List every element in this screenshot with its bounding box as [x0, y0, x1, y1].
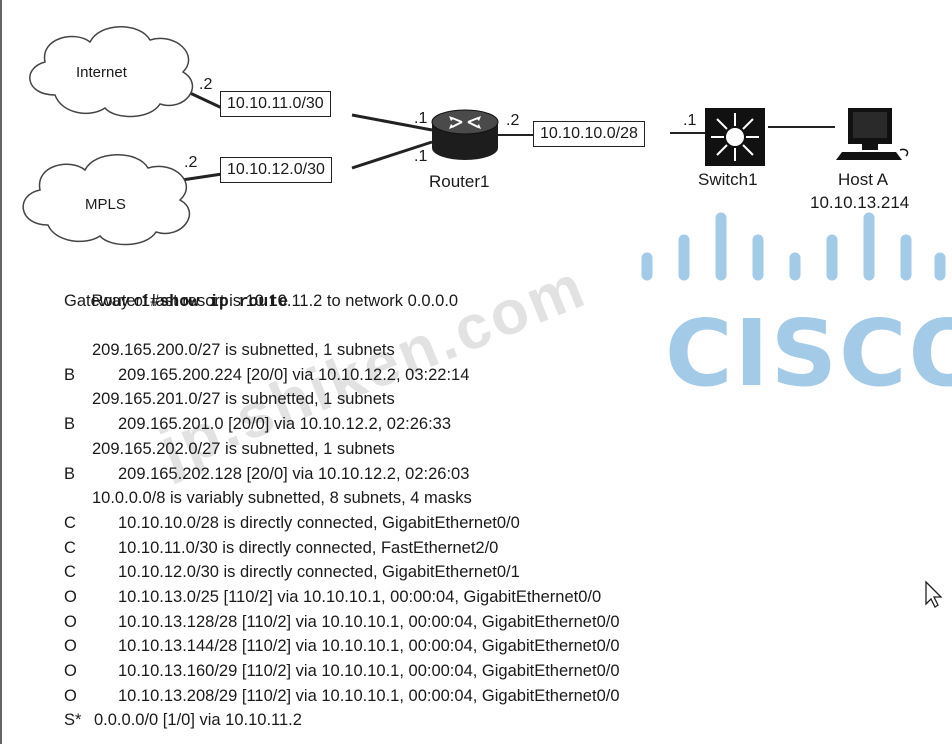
- route-code: B: [64, 464, 76, 483]
- route-code: C: [64, 563, 76, 582]
- route-entry: B 209.165.200.224 [20/0] via 10.10.12.2, …: [64, 363, 469, 388]
- route-code: O: [64, 637, 77, 656]
- route-text: 209.165.200.224 [20/0] via 10.10.12.2, 0…: [118, 365, 470, 384]
- blank-line: [64, 313, 458, 338]
- route-code: O: [64, 662, 77, 680]
- gateway-line: Gateway of last resort is 10.10.11.2 to …: [64, 291, 459, 310]
- switch-label: Switch1: [698, 170, 758, 189]
- mouse-cursor-icon: [925, 580, 943, 608]
- internet-label: Internet: [76, 64, 127, 81]
- lan-network-box: 10.10.10.0/28: [533, 121, 645, 147]
- route-code: O: [64, 686, 77, 705]
- route-text: 209.165.202.0/27 is subnetted, 1 subnets: [92, 439, 395, 458]
- router-label: Router1: [429, 172, 490, 191]
- route-entry: 209.165.201.0/27 is subnetted, 1 subnets: [64, 387, 458, 412]
- route-entry: 10.0.0.0/8 is variably subnetted, 8 subn…: [64, 486, 472, 511]
- link-internet: [189, 91, 223, 110]
- switch-interface-label: .1: [683, 112, 697, 129]
- route-entry: O 10.10.13.0/25 [110/2] via 10.10.10.1, 0…: [64, 585, 601, 610]
- internet-network-box: 10.10.11.0/30: [220, 91, 331, 117]
- route-entry: C 10.10.12.0/30 is directly connected, Gi…: [64, 560, 520, 585]
- route-lines: 209.165.200.0/27 is subnetted, 1 subnets…: [64, 338, 620, 733]
- route-text: 209.165.201.0/27 is subnetted, 1 subnets: [92, 390, 395, 409]
- route-text: 10.0.0.0/8 is variably subnetted, 8 subn…: [92, 489, 472, 508]
- route-text: 209.165.200.0/27 is subnetted, 1 subnets: [92, 341, 395, 360]
- route-entry: O 10.10.13.160/29 [110/2] via 10.10.10.1,…: [64, 659, 620, 684]
- link-mpls: [181, 172, 223, 182]
- cli-prompt: Router1#: [91, 291, 160, 310]
- internet-interface-label: .2: [199, 76, 213, 93]
- cli-command: show ip route: [159, 291, 289, 311]
- route-text: 209.165.201.0 [20/0] via 10.10.12.2, 02:…: [118, 415, 452, 434]
- route-entry: B 209.165.202.128 [20/0] via 10.10.12.2, …: [64, 462, 469, 487]
- router-icon: [431, 109, 499, 160]
- route-text: 10.10.12.0/30 is directly connected, Gig…: [118, 563, 520, 582]
- route-entry: C 10.10.11.0/30 is directly connected, Fa…: [64, 536, 498, 561]
- router-internet-interface-label: .1: [414, 110, 428, 127]
- route-text: 10.10.13.128/28 [110/2] via 10.10.10.1, …: [118, 612, 620, 631]
- route-text: 209.165.202.128 [20/0] via 10.10.12.2, 0…: [118, 464, 470, 483]
- host-label: Host A: [838, 170, 889, 189]
- cisco-watermark: CISCO: [665, 300, 952, 407]
- route-text: 0.0.0.0/0 [1/0] via 10.10.11.2: [94, 711, 302, 730]
- route-code: C: [64, 538, 76, 557]
- mpls-interface-label: .2: [184, 154, 198, 171]
- mpls-network-box: 10.10.12.0/30: [220, 157, 332, 183]
- link-mpls-router: [351, 140, 433, 170]
- route-entry: 209.165.200.0/27 is subnetted, 1 subnets: [64, 338, 458, 363]
- host-ip-label: 10.10.13.214: [810, 193, 910, 212]
- route-entry: C 10.10.10.0/28 is directly connected, Gi…: [64, 511, 520, 536]
- route-entry: S* 0.0.0.0/0 [1/0] via 10.10.11.2: [64, 708, 458, 733]
- link-internet-router: [351, 113, 433, 132]
- route-text: 10.10.13.160/29 [110/2] via 10.10.10.1, …: [118, 662, 620, 680]
- route-code: B: [64, 365, 76, 384]
- route-entry: O 10.10.13.144/28 [110/2] via 10.10.10.1,…: [64, 634, 620, 659]
- cisco-bars-watermark: [641, 212, 946, 281]
- route-code: C: [64, 513, 76, 532]
- route-code: O: [64, 612, 77, 631]
- route-code: O: [64, 587, 77, 606]
- computer-icon: [836, 108, 909, 160]
- router-lan-interface-label: .2: [506, 112, 520, 129]
- route-text: 10.10.13.208/29 [110/2] via 10.10.10.1, …: [118, 686, 620, 705]
- cloud-icon: [29, 26, 194, 118]
- route-output: Router1#show ip route Gateway of last re…: [64, 264, 620, 733]
- route-code: S*: [64, 711, 82, 730]
- left-border: [0, 0, 2, 744]
- route-entry: B 209.165.201.0 [20/0] via 10.10.12.2, 02…: [64, 412, 458, 437]
- route-text: 10.10.13.144/28 [110/2] via 10.10.10.1, …: [118, 637, 620, 656]
- cloud-icon: [22, 154, 191, 246]
- router-mpls-interface-label: .1: [414, 148, 428, 165]
- route-text: 10.10.13.0/25 [110/2] via 10.10.10.1, 00…: [118, 587, 602, 606]
- route-entry: O 10.10.13.208/29 [110/2] via 10.10.10.1,…: [64, 684, 620, 709]
- route-text: 10.10.11.0/30 is directly connected, Fas…: [118, 538, 499, 557]
- switch-icon: [705, 108, 765, 166]
- route-text: 10.10.10.0/28 is directly connected, Gig…: [118, 513, 520, 532]
- route-entry: O 10.10.13.128/28 [110/2] via 10.10.10.1,…: [64, 610, 620, 635]
- mpls-label: MPLS: [85, 196, 126, 213]
- route-code: B: [64, 415, 76, 434]
- route-entry: 209.165.202.0/27 is subnetted, 1 subnets: [64, 437, 458, 462]
- command-line: Router1#show ip route: [64, 264, 458, 311]
